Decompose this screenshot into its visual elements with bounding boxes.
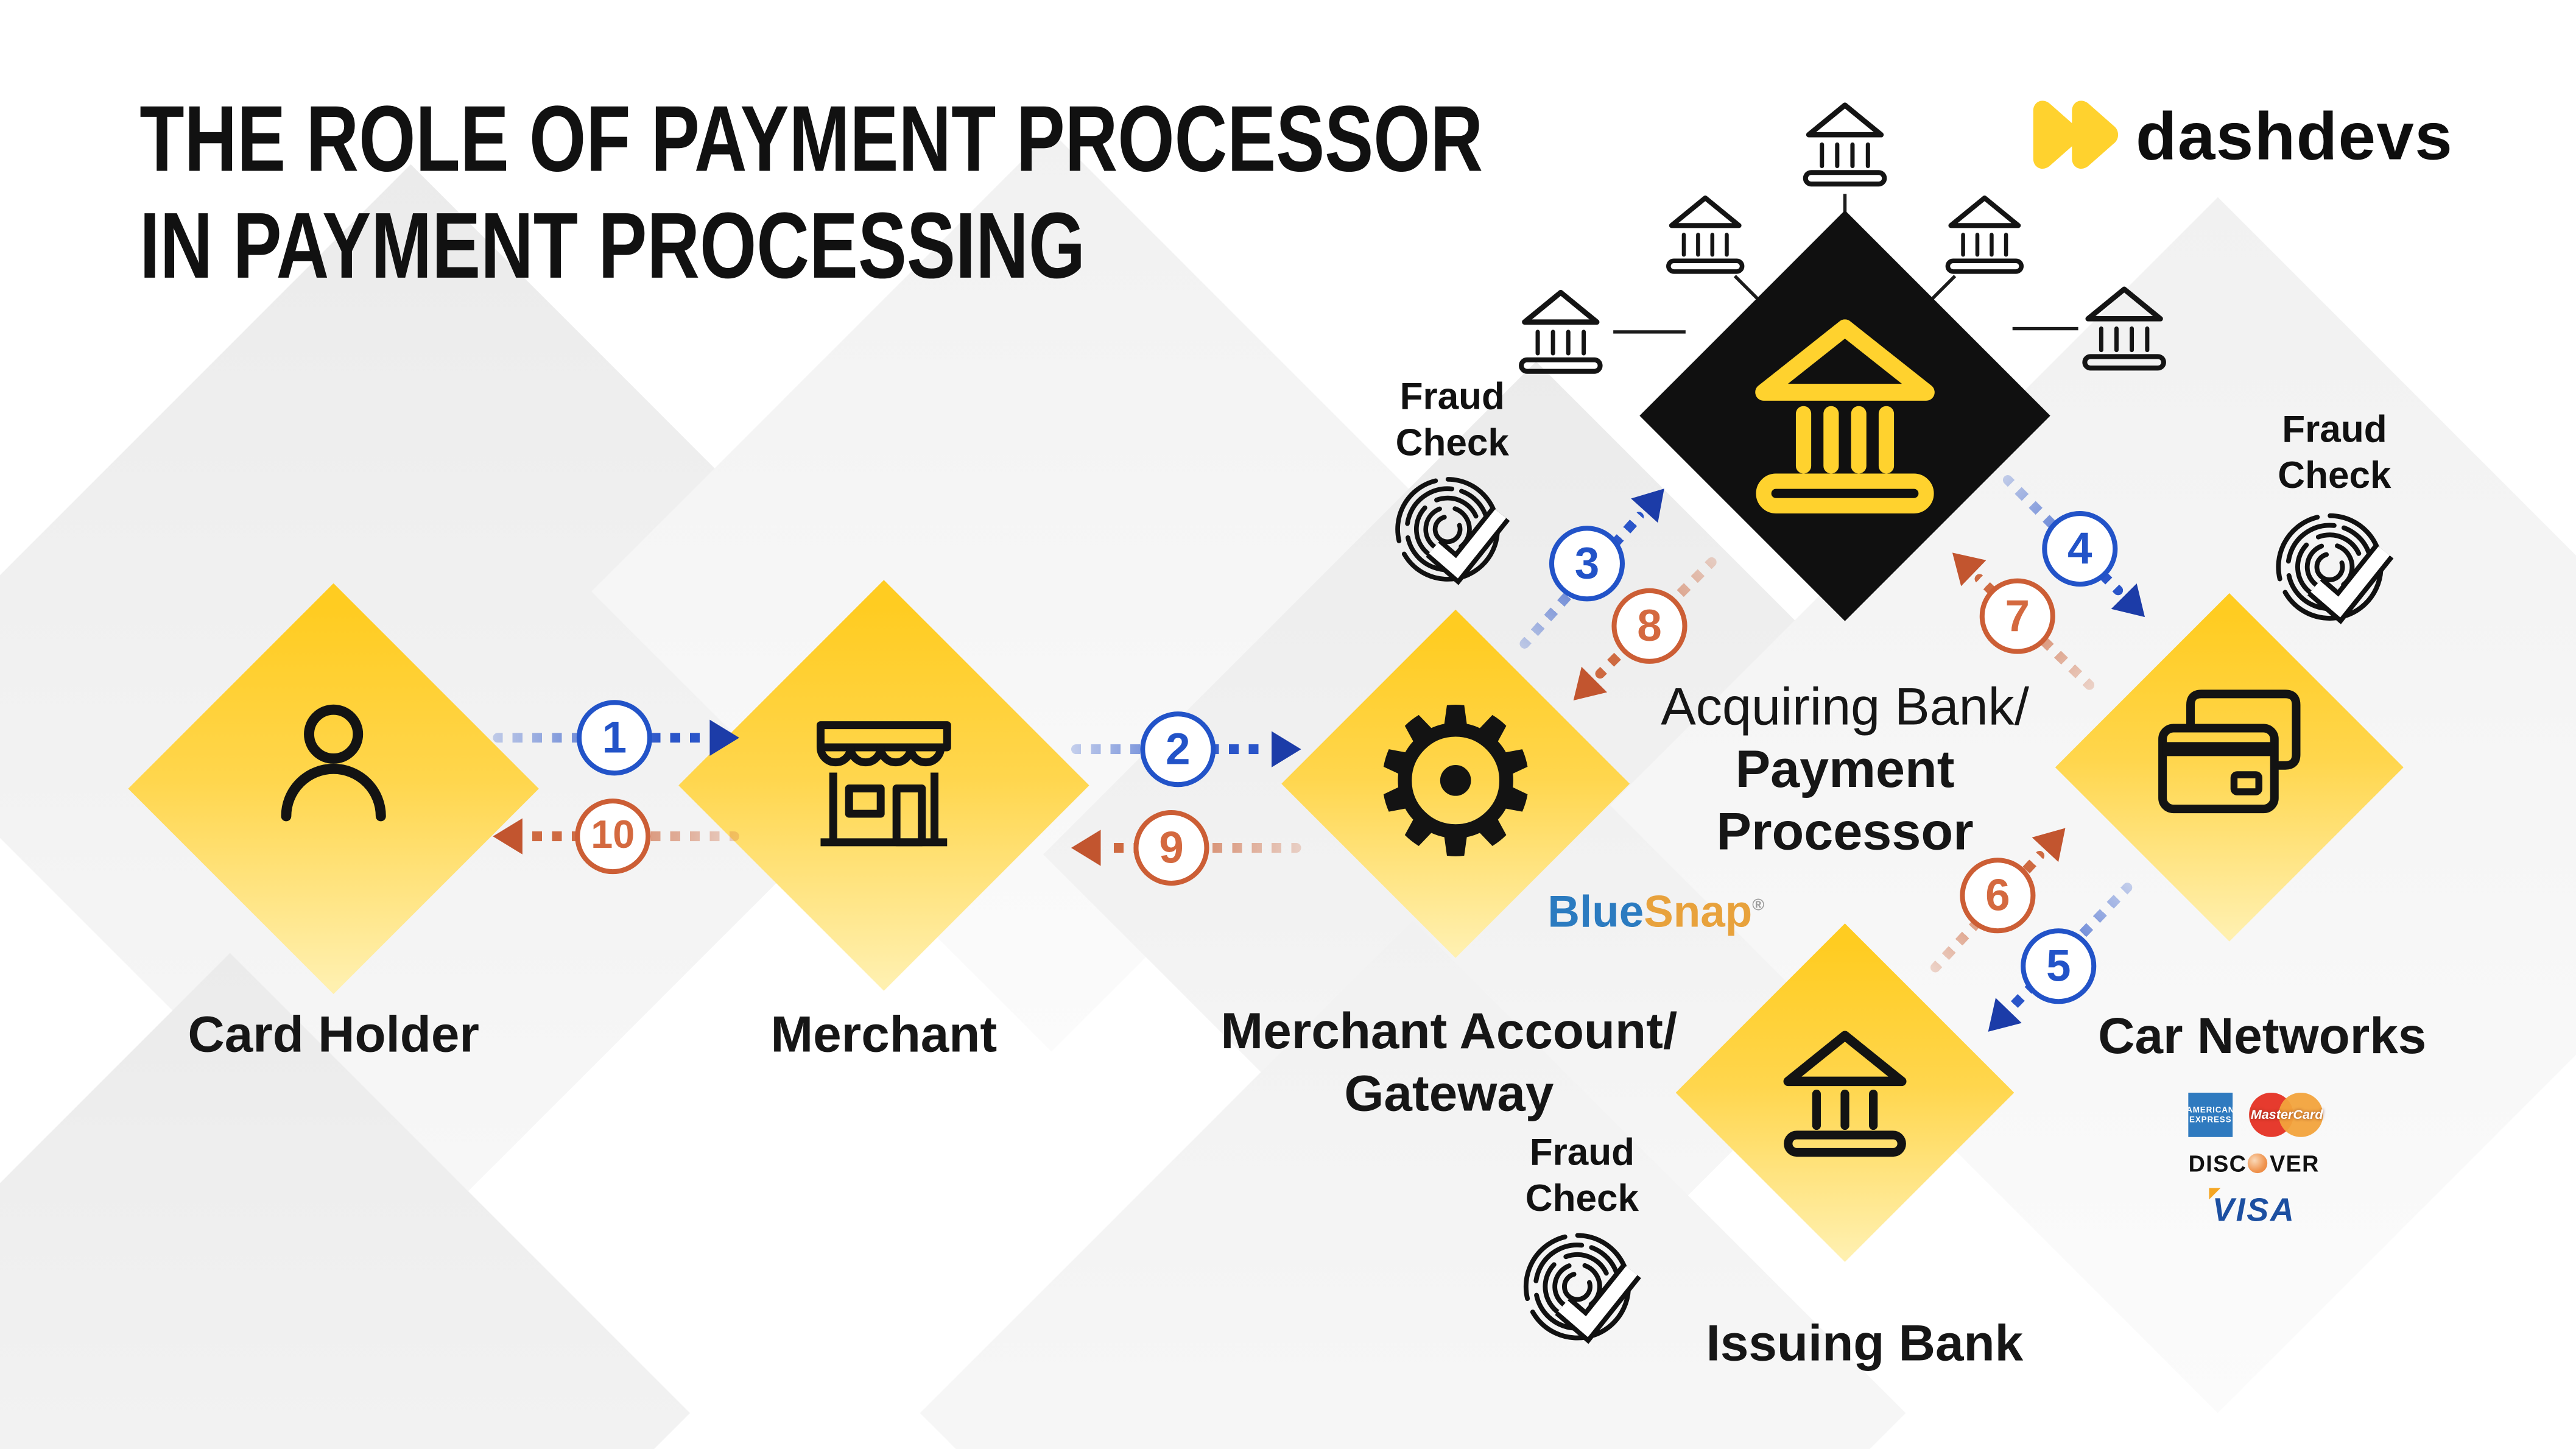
- fraud-check-label: Check: [2278, 453, 2391, 496]
- discover-ball-icon: [2248, 1153, 2268, 1174]
- member-bank-icon: [1659, 186, 1751, 278]
- flow-step-4-badge: 4: [2042, 510, 2118, 587]
- mastercard-orange-circle: [2278, 1092, 2323, 1137]
- person-icon: [281, 704, 386, 822]
- fingerprint-check-icon: [1518, 1225, 1646, 1353]
- flow-step-9-badge: 9: [1133, 809, 1209, 886]
- flow-step-7-badge: 7: [1979, 578, 2055, 654]
- dashdevs-logo-icon: [2033, 100, 2119, 169]
- flow-step-6-badge: 6: [1960, 858, 2036, 934]
- flow-step-10-badge: 10: [575, 799, 651, 875]
- arrow-head-icon: [1071, 830, 1101, 866]
- acquirer-label-line1: Acquiring Bank/: [1661, 677, 2029, 736]
- page-title-line2: IN PAYMENT PROCESSING: [139, 194, 1086, 299]
- bank-icon-issuing: [1783, 1031, 1907, 1157]
- bank-icon-acquirer: [1755, 319, 1935, 513]
- fingerprint-check-icon: [1390, 470, 1515, 595]
- mastercard-logo: MasterCard: [2249, 1092, 2324, 1139]
- issuing-bank-label: Issuing Bank: [1706, 1314, 2024, 1372]
- fraud-check-label: Check: [1395, 420, 1509, 464]
- page-title-line1: THE ROLE OF PAYMENT PROCESSOR: [139, 86, 1483, 192]
- fingerprint-check-icon: [2270, 506, 2398, 634]
- visa-logo: VISA: [2209, 1188, 2296, 1231]
- fraud-check-label: Fraud: [1529, 1130, 1635, 1174]
- brand-wordmark: dashdevs: [2136, 98, 2454, 174]
- amex-text2: EXPRESS: [2189, 1115, 2232, 1125]
- amex-text1: AMERICAN: [2188, 1105, 2233, 1115]
- gateway-label-line1: Merchant Account/: [1220, 1002, 1678, 1060]
- mastercard-text: MasterCard: [2250, 1107, 2323, 1123]
- member-bank-icon: [2075, 276, 2173, 375]
- bluesnap-logo: BlueSnap®: [1547, 887, 1764, 939]
- fraud-check-label: Fraud: [1399, 375, 1505, 418]
- credit-cards-icon: [2158, 689, 2301, 814]
- amex-logo: AMERICAN EXPRESS: [2188, 1092, 2233, 1137]
- fraud-check-label: Fraud: [2282, 407, 2387, 451]
- member-bank-icon: [1796, 92, 1895, 191]
- merchant-label: Merchant: [770, 1005, 998, 1063]
- member-bank-icon: [1938, 186, 2030, 278]
- gear-icon: ⚙: [1364, 670, 1547, 897]
- acquirer-label-line2: Payment: [1735, 739, 1955, 799]
- flow-step-5-badge: 5: [2021, 928, 2097, 1004]
- visa-flick-icon: [2209, 1188, 2221, 1200]
- card-holder-label: Card Holder: [188, 1005, 479, 1063]
- card-networks-label: Car Networks: [2098, 1007, 2427, 1065]
- bank-connector: [1613, 330, 1686, 334]
- discover-text-left: DISC: [2188, 1150, 2247, 1177]
- flow-step-3-badge: 3: [1549, 526, 1625, 602]
- arrow-head-icon: [1272, 731, 1301, 767]
- fraud-check-label: Check: [1525, 1176, 1639, 1219]
- gateway-label-line2: Gateway: [1344, 1065, 1554, 1123]
- flow-step-8-badge: 8: [1611, 588, 1687, 664]
- discover-text-right: VER: [2270, 1150, 2320, 1177]
- discover-logo: DISC VER: [2189, 1150, 2320, 1176]
- bluesnap-snap: Snap: [1644, 887, 1753, 937]
- acquirer-label-line3: Processor: [1716, 802, 1974, 861]
- visa-text: VISA: [2212, 1193, 2296, 1229]
- bluesnap-blue: Blue: [1547, 887, 1644, 937]
- bank-connector: [2012, 326, 2078, 331]
- flow-step-1-badge: 1: [576, 700, 652, 776]
- arrow-head-icon: [493, 818, 523, 855]
- store-icon: [816, 721, 951, 847]
- arrow-head-icon: [709, 719, 739, 756]
- member-bank-icon: [1511, 280, 1610, 378]
- bluesnap-reg: ®: [1752, 897, 1765, 915]
- flow-step-2-badge: 2: [1140, 711, 1216, 788]
